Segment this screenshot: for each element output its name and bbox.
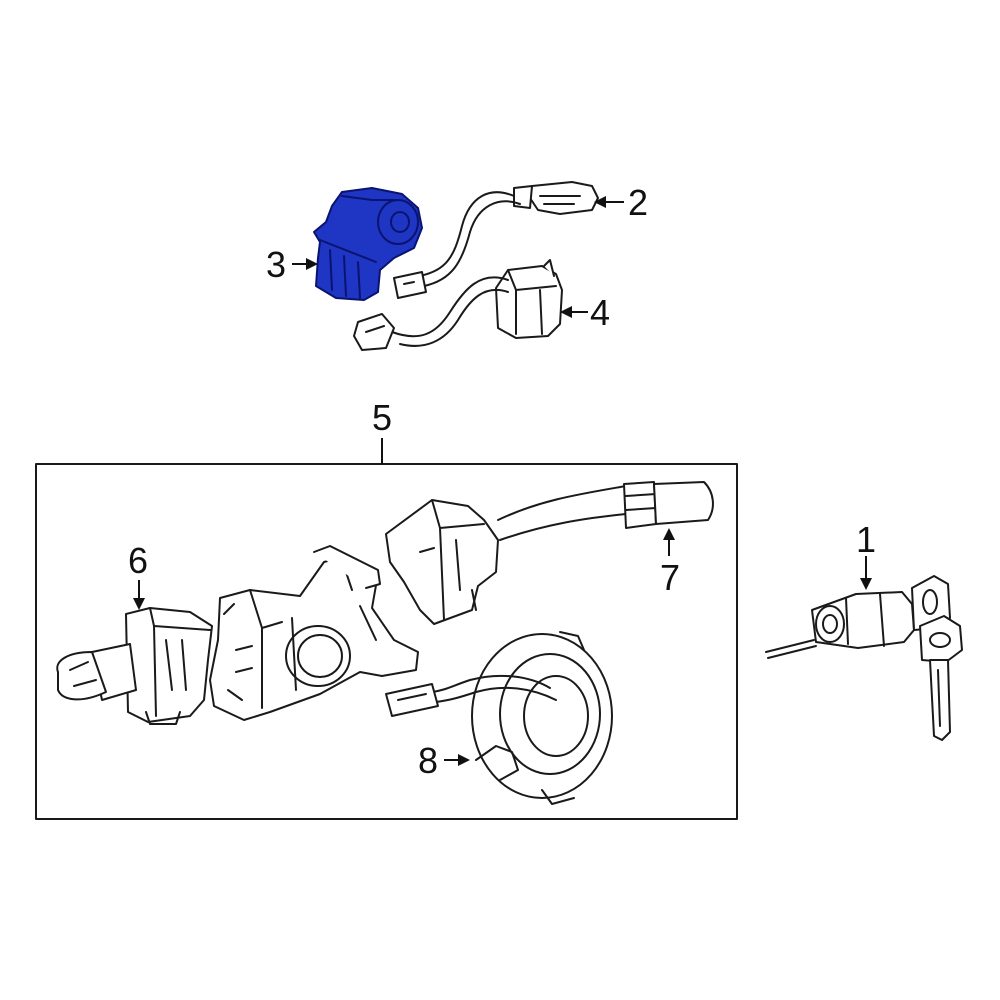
part-1-lock-cylinder-with-key[interactable] <box>765 575 963 741</box>
callout-5: 5 <box>372 397 392 438</box>
part-2-key-reminder-switch[interactable] <box>393 181 599 299</box>
callout-2: 2 <box>628 182 648 223</box>
part-6-switch-lever[interactable] <box>56 607 213 725</box>
part-3-ignition-switch[interactable] <box>313 187 423 301</box>
part-7-turn-signal-lever[interactable] <box>385 481 714 625</box>
callout-4: 4 <box>590 292 610 333</box>
callout-7: 7 <box>660 557 680 598</box>
combination-switch-body[interactable] <box>209 545 419 721</box>
part-8-spiral-cable[interactable] <box>385 631 613 805</box>
group-5-frame <box>35 463 738 820</box>
callout-8: 8 <box>418 740 438 781</box>
part-4-unlock-warning-switch[interactable] <box>353 259 563 351</box>
callout-6: 6 <box>128 540 148 581</box>
callout-3: 3 <box>266 244 286 285</box>
callout-1: 1 <box>856 519 876 560</box>
callout-leaders <box>133 196 872 766</box>
